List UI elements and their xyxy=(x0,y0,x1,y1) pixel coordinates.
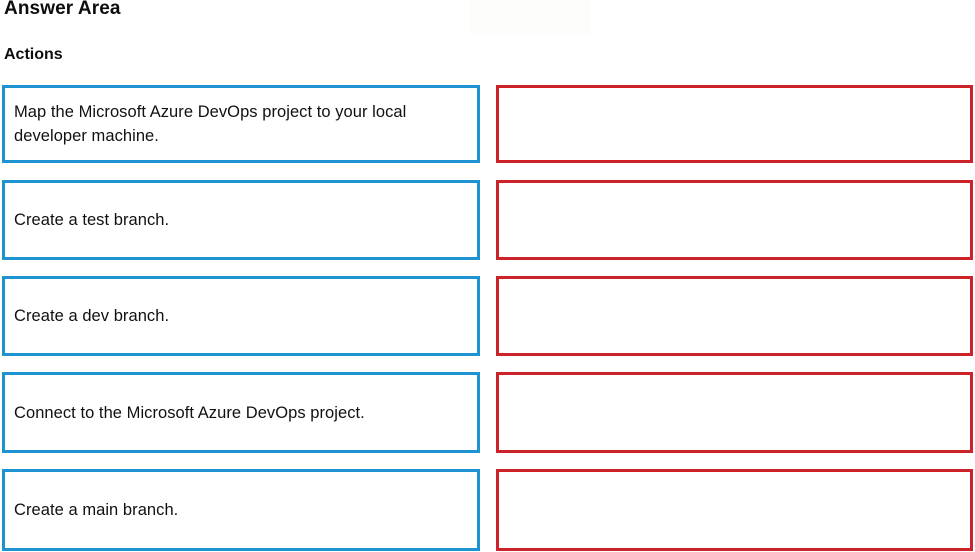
actions-column-header: Actions xyxy=(4,46,63,63)
answer-slot-3[interactable] xyxy=(496,372,973,453)
action-item-4[interactable]: Create a main branch. xyxy=(2,469,480,551)
answer-slot-1[interactable] xyxy=(496,180,973,260)
background-panel xyxy=(470,0,590,34)
action-item-label: Connect to the Microsoft Azure DevOps pr… xyxy=(14,403,365,422)
action-item-label: Create a test branch. xyxy=(14,211,170,229)
action-item-2[interactable]: Create a dev branch. xyxy=(2,276,480,356)
answer-slot-0[interactable] xyxy=(496,85,973,163)
action-item-0[interactable]: Map the Microsoft Azure DevOps project t… xyxy=(2,85,480,163)
action-item-label: Create a main branch. xyxy=(14,501,179,519)
answer-slot-2[interactable] xyxy=(496,276,973,356)
action-item-label: Map the Microsoft Azure DevOps project t… xyxy=(14,103,407,145)
action-item-1[interactable]: Create a test branch. xyxy=(2,180,480,260)
page-title: Answer Area xyxy=(4,0,121,19)
action-item-label: Create a dev branch. xyxy=(14,307,170,325)
action-item-3[interactable]: Connect to the Microsoft Azure DevOps pr… xyxy=(2,372,480,453)
answer-slot-4[interactable] xyxy=(496,469,973,551)
